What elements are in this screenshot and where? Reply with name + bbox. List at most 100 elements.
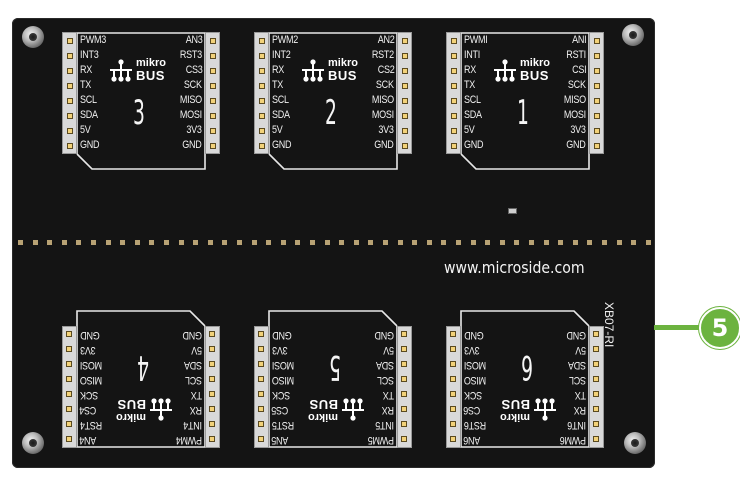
pin-header-right xyxy=(254,326,269,448)
pin-label-right: CS2 xyxy=(377,64,394,76)
pin-label-left: TX xyxy=(574,389,586,401)
pin-label-left: GND xyxy=(80,139,100,151)
pin-label-right: RST6 xyxy=(464,419,487,431)
header-pin xyxy=(401,436,407,442)
header-pad xyxy=(383,240,388,245)
header-pin xyxy=(593,376,599,382)
pin-label-right: MISO xyxy=(272,374,295,386)
header-pin xyxy=(593,406,599,412)
header-pin xyxy=(401,361,407,367)
header-pad xyxy=(324,240,330,245)
header-pin xyxy=(67,68,73,74)
header-pad xyxy=(237,240,242,245)
header-pin xyxy=(210,53,216,59)
header-pin xyxy=(451,143,457,149)
pin-header-left xyxy=(397,326,412,448)
header-pad xyxy=(105,240,111,245)
header-pin xyxy=(258,361,264,367)
pin-label-right: 3V3 xyxy=(80,344,96,356)
pin-label-right: GND xyxy=(464,329,484,341)
pin-label-left: TX xyxy=(80,79,92,91)
header-pin xyxy=(66,346,72,352)
header-pad xyxy=(485,240,491,245)
pin-label-right: CS6 xyxy=(464,404,481,416)
pin-label-right: MISO xyxy=(563,94,586,106)
header-pin xyxy=(66,361,72,367)
pin-label-left: TX xyxy=(382,389,394,401)
header-pin xyxy=(451,98,457,104)
pin-label-left: INT4 xyxy=(183,419,202,431)
header-pad xyxy=(339,240,345,245)
header-pad xyxy=(295,240,301,245)
pin-label-left: PWM6 xyxy=(559,434,586,446)
header-pin xyxy=(593,361,599,367)
pin-label-left: 5V xyxy=(272,124,283,136)
pin-label-left: PWM5 xyxy=(367,434,394,446)
logo-text-mikro: mikro xyxy=(308,411,338,423)
header-pad xyxy=(164,240,169,245)
pin-label-left: RX xyxy=(381,404,394,416)
pin-label-left: 5V xyxy=(464,124,475,136)
header-pad xyxy=(251,240,257,245)
header-pad xyxy=(456,240,461,245)
pin-label-left: GND xyxy=(566,329,586,341)
header-pin xyxy=(259,68,265,74)
bus-nodes-icon xyxy=(110,59,132,82)
header-pin xyxy=(594,143,600,149)
pin-label-right: MOSI xyxy=(272,359,295,371)
pin-label-right: SCK xyxy=(272,389,290,401)
pin-label-right: MOSI xyxy=(464,359,487,371)
pin-header-left xyxy=(205,326,220,448)
pin-label-right: 3V3 xyxy=(186,124,203,136)
header-pin xyxy=(67,128,73,134)
pin-label-right: GND xyxy=(566,139,587,151)
logo-text-bus: BUS xyxy=(328,68,357,83)
pin-label-left: SDA xyxy=(80,109,98,121)
header-pin xyxy=(259,128,265,134)
header-pad xyxy=(499,240,505,245)
pin-label-right: MOSI xyxy=(179,109,202,121)
header-pin xyxy=(259,53,265,59)
header-pin xyxy=(450,331,456,337)
pin-label-right: CSI xyxy=(571,64,587,76)
pin-header-right xyxy=(62,326,77,448)
pin-label-left: SCL xyxy=(569,374,586,386)
pin-label-left: GND xyxy=(182,329,202,341)
header-pin xyxy=(451,128,457,134)
pin-label-left: GND xyxy=(464,139,484,151)
bus-nodes-icon xyxy=(494,59,516,82)
header-pin xyxy=(593,436,599,442)
pin-label-left: GND xyxy=(272,139,292,151)
pin-label-left: SDA xyxy=(376,359,394,371)
pin-label-left: PWMI xyxy=(464,34,488,46)
header-pin xyxy=(210,83,216,89)
bus-nodes-icon xyxy=(302,59,324,82)
pin-label-left: INT5 xyxy=(375,419,394,431)
logo-text-mikro: mikro xyxy=(520,57,550,69)
pin-label-right: SCK xyxy=(464,389,482,401)
header-pin xyxy=(450,391,456,397)
header-pin xyxy=(67,38,73,44)
header-pad xyxy=(572,240,578,245)
pin-label-left: SCL xyxy=(272,94,289,106)
header-pin xyxy=(210,113,216,119)
header-pin xyxy=(450,406,456,412)
pin-header-right xyxy=(397,32,412,154)
header-pin xyxy=(259,83,265,89)
header-pin xyxy=(258,436,264,442)
header-pad xyxy=(207,240,213,245)
header-pad xyxy=(193,240,199,245)
pin-label-right: SCK xyxy=(80,389,98,401)
pin-label-right: SCK xyxy=(568,79,586,91)
pin-header-right xyxy=(205,32,220,154)
header-pin xyxy=(594,68,600,74)
header-pin xyxy=(66,406,72,412)
header-pin xyxy=(210,98,216,104)
header-pin xyxy=(451,53,457,59)
pin-label-right: RST5 xyxy=(272,419,295,431)
pin-label-right: MISO xyxy=(371,94,394,106)
